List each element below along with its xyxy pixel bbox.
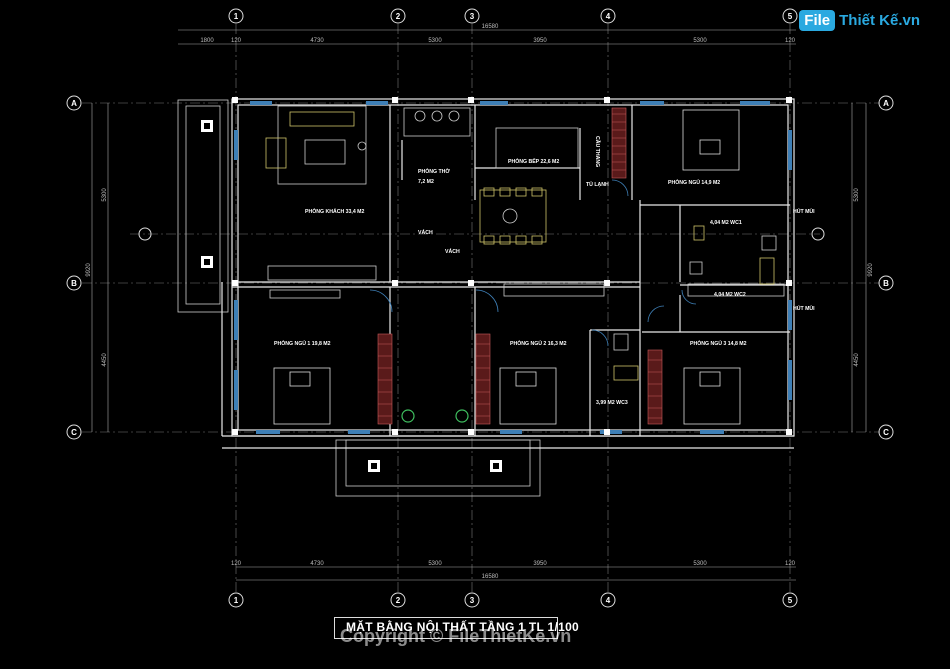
label-vach-2: VÁCH [445,248,460,255]
porches [177,99,541,497]
label-cau-thang: CẦU THANG [594,136,601,167]
axis-label-3-top: 3 [470,12,475,21]
label-phong-ngu-2: PHÒNG NGỦ 2 16,3 M2 [510,339,567,347]
axis-label-2-bottom: 2 [396,596,401,605]
doors [369,179,697,347]
axis-label-5-bottom: 5 [788,596,793,605]
axis-label-a-right: A [883,99,889,108]
dim-bottom-0: 4730 [310,561,324,567]
axis-label-1-top: 1 [234,12,239,21]
dim-small-2: 120 [785,38,796,44]
stairs-and-wardrobes [377,107,663,425]
furniture [265,105,785,299]
dim-left-upper: 5300 [102,188,108,202]
dim-bottom-1: 5300 [428,561,442,567]
dim-small-3: 120 [231,561,242,567]
logo-text: Thiết Kế.vn [839,12,920,29]
axis-label-b-left: B [71,279,77,288]
structural-columns [232,97,792,435]
dimension-lines [91,29,867,581]
axis-label-4-top: 4 [606,12,611,21]
axis-label-c-right: C [883,428,889,437]
dim-top-2: 5300 [428,38,442,44]
axis-label-2-top: 2 [396,12,401,21]
dim-right-total: 9920 [868,263,874,277]
plants [401,409,469,423]
dim-top-0: 1800 [200,38,214,44]
dim-bottom-total: 16580 [482,574,499,580]
copyright-watermark: Copyright © FileThietKe.vn [340,626,572,646]
label-phong-tho: PHÒNG THỜ [418,167,450,175]
axis-label-b-right: B [883,279,889,288]
label-wc2: 4,04 M2 WC2 [714,292,746,298]
dim-small-4: 120 [785,561,796,567]
axis-label-a-left: A [71,99,77,108]
axis-label-3-bottom: 3 [470,596,475,605]
label-phong-ngu-top: PHÒNG NGỦ 14,9 M2 [668,178,720,186]
drawing-title: MẶT BẰNG NỘI THẤT TẦNG 1 TL 1/100 [346,620,580,634]
logo-file: File [799,10,836,31]
grid-lines [82,24,880,592]
axis-label-4-bottom: 4 [606,596,611,605]
label-phong-ngu-3: PHÒNG NGỦ 3 14,8 M2 [690,339,747,347]
dim-right-lower: 4450 [854,353,860,367]
beds [273,109,741,425]
dim-bottom-3: 5300 [693,561,707,567]
label-hut-mui-2: HÚT MÙI [793,305,815,312]
axis-label-5-top: 5 [788,12,793,21]
axis-bubbles: 1 2 3 4 5 1 2 3 4 5 A B C A B C [66,8,894,608]
axis-label-1-bottom: 1 [234,596,239,605]
label-hut-mui-1: HÚT MÙI [793,208,815,215]
dim-top-total: 16580 [482,24,499,30]
label-vach-1: VÁCH [418,229,433,236]
dim-top-1: 4730 [310,38,324,44]
walls [221,98,795,449]
room-labels: PHÒNG KHÁCH 33,4 M2 PHÒNG THỜ 7,2 M2 PHÒ… [274,136,815,406]
label-wc1: 4,04 M2 WC1 [710,220,742,226]
windows [234,101,792,434]
dim-left-total: 9920 [86,263,92,277]
label-tu-lanh: TỦ LẠNH [586,181,609,188]
dim-top-4: 5300 [693,38,707,44]
label-phong-ngu-1: PHÒNG NGỦ 1 19,8 M2 [274,339,331,347]
dim-bottom-2: 3950 [533,561,547,567]
dim-right-upper: 5300 [854,188,860,202]
dim-small-1: 120 [231,38,242,44]
logo: File Thiết Kế.vn [799,10,920,31]
label-wc3: 3,99 M2 WC3 [596,400,628,406]
title-frame [334,617,558,639]
label-phong-bep: PHÒNG BẾP 22,6 M2 [508,157,559,165]
dim-left-lower: 4450 [102,353,108,367]
wc-fixtures [613,225,777,381]
label-phong-khach: PHÒNG KHÁCH 33,4 M2 [305,207,364,215]
dim-top-3: 3950 [533,38,547,44]
label-phong-tho-area: 7,2 M2 [418,179,434,185]
axis-label-c-left: C [71,428,77,437]
dimension-texts: 1800 4730 5300 3950 5300 16580 120 120 4… [86,24,874,580]
